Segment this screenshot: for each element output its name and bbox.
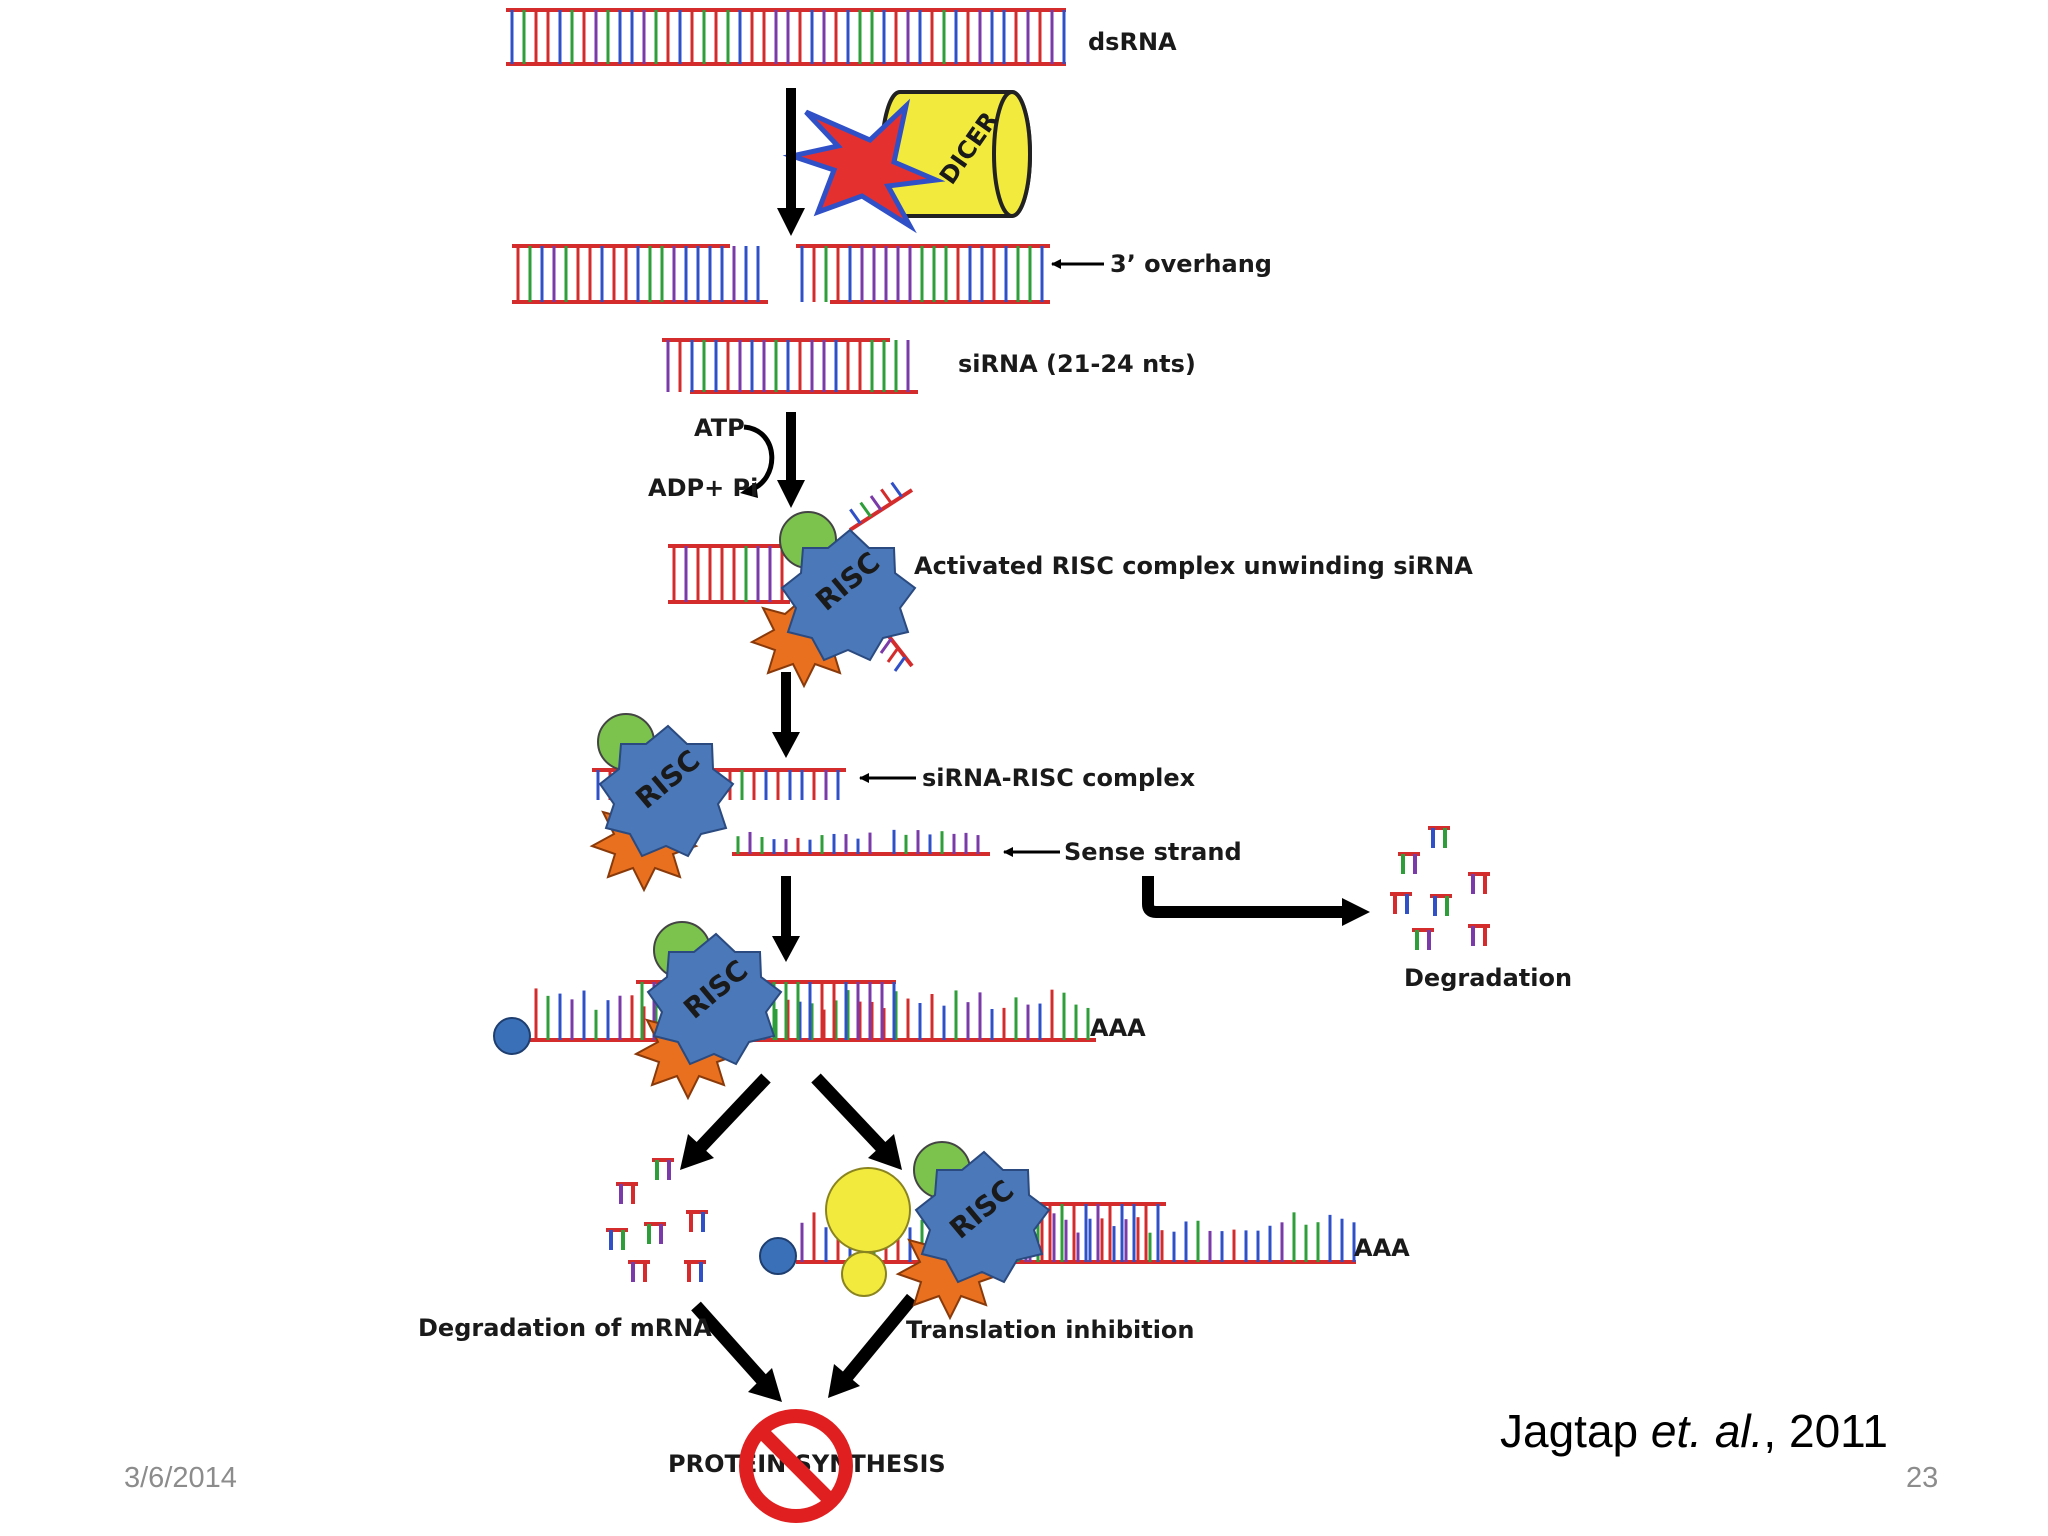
sense-strand-label: Sense strand <box>1064 838 1242 866</box>
flow-arrows <box>680 88 1370 1402</box>
degradation-fragment-icon <box>1412 928 1434 950</box>
activated-risc-label: Activated RISC complex unwinding siRNA <box>914 552 1473 580</box>
mrna-fragment-icon <box>616 1182 638 1204</box>
degradation-fragment-icon <box>1390 892 1412 914</box>
mrna-fragment-icon <box>652 1158 674 1180</box>
risc-protein-icon <box>646 932 783 1066</box>
activated-sirna-duplex <box>668 544 790 604</box>
ribosome-large-subunit-icon <box>825 1167 911 1253</box>
atp-label: ATP <box>694 414 745 442</box>
footer-page-number: 23 <box>1906 1462 1939 1494</box>
mrna-fragment-icon <box>606 1228 628 1250</box>
risc-protein-icon <box>598 724 735 858</box>
target-mrna <box>530 980 1096 1042</box>
citation-year: , 2011 <box>1763 1405 1888 1457</box>
footer-date: 3/6/2014 <box>124 1462 237 1494</box>
mrna-5-cap-icon <box>493 1017 531 1055</box>
degradation-fragment-icon <box>1430 894 1452 916</box>
degradation-label: Degradation <box>1404 964 1572 992</box>
degradation-fragment-icon <box>1468 872 1490 894</box>
dicer-enzyme: DICER <box>782 90 1032 234</box>
citation-author: Jagtap <box>1500 1405 1639 1457</box>
degradation-fragment-icon <box>1428 826 1450 848</box>
translation-inhibition-label: Translation inhibition <box>906 1316 1195 1344</box>
mrna-fragment-icon <box>628 1260 650 1282</box>
dsrna-label: dsRNA <box>1088 28 1177 56</box>
poly-a-tail-label: AAA <box>1090 1014 1146 1042</box>
sirna-fragment-right <box>796 244 1050 304</box>
risc-protein-icon <box>780 528 917 662</box>
degradation-mrna-label: Degradation of mRNA <box>418 1314 712 1342</box>
overhang-label: 3’ overhang <box>1110 250 1272 278</box>
degradation-fragment-icon <box>1468 924 1490 946</box>
mrna-fragment-icon <box>644 1222 666 1244</box>
activated-risc-complex: RISC <box>749 511 917 689</box>
sirna-risc-complex: RISC <box>589 713 735 893</box>
citation: Jagtap et. al., 2011 <box>1500 1404 1888 1458</box>
sirna-fragment-left <box>512 244 768 304</box>
sense-strand <box>732 829 990 856</box>
diagram-labels: dsRNA 3’ overhang siRNA (21-24 nts) ATP … <box>418 28 1572 1344</box>
adp-label: ADP+ Pi <box>648 474 758 502</box>
sirna-label: siRNA (21-24 nts) <box>958 350 1196 378</box>
citation-etal: et. al. <box>1650 1405 1764 1457</box>
protein-synthesis-blocked: PROTEIN SYNTHESIS <box>668 1409 946 1523</box>
mrna-fragment-icon <box>686 1210 708 1232</box>
risc-protein-icon <box>914 1150 1051 1284</box>
mrna-risc-complex: RISC <box>633 921 783 1101</box>
label-pointers <box>859 259 1104 857</box>
mrna-5-cap-icon <box>759 1237 797 1275</box>
dsrna-duplex <box>506 8 1066 66</box>
mrna-fragment-icon <box>684 1260 706 1282</box>
ribosome-small-subunit-icon <box>841 1251 887 1297</box>
degradation-fragment-icon <box>1398 852 1420 874</box>
translation-inhibition-complex: RISC <box>825 1141 1051 1321</box>
sirna-risc-label: siRNA-RISC complex <box>922 764 1196 792</box>
prohibition-sign-icon <box>739 1409 853 1523</box>
poly-a-tail-label: AAA <box>1354 1234 1410 1262</box>
sirna-duplex <box>662 338 918 394</box>
